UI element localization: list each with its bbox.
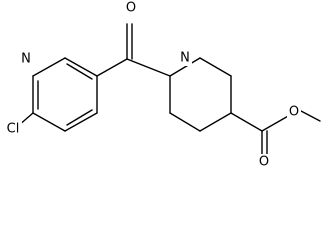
bond-o-methyl xyxy=(300,110,321,122)
bond-ring-double-2 xyxy=(66,63,93,80)
piperidine-nitrogen-label: N xyxy=(180,51,190,66)
bond-pip-n-c2 xyxy=(169,57,201,77)
pyridine-nitrogen-label: N xyxy=(21,52,31,67)
bond-c4-ester-c xyxy=(230,112,263,132)
o-ester-carbonyl-bg xyxy=(257,154,271,171)
amide-oxygen-label: O xyxy=(126,1,136,16)
bond-ring-c3-c4 xyxy=(32,57,66,77)
ester-methoxy-oxygen-label: O xyxy=(289,105,299,120)
o-methoxy-bg xyxy=(287,104,301,121)
chlorine-label: Cl xyxy=(7,122,20,137)
n-piperidine-bg xyxy=(178,50,192,66)
cl-bg xyxy=(2,120,22,136)
bond-ester-c-o xyxy=(261,114,291,132)
molecule-svg: Cl N O N O O xyxy=(2,0,321,171)
bond-ring-double-3 xyxy=(66,109,93,126)
bond-ring-n1-c2 xyxy=(32,112,66,132)
bond-carbonyl-n xyxy=(126,58,171,77)
n-pyridine-bg xyxy=(20,51,32,67)
bond-pip-c5-c6 xyxy=(169,112,201,132)
bond-ring-c6-n1 xyxy=(64,112,98,132)
structure-diagram: Cl N O N O O xyxy=(2,0,321,171)
bond-ring-carbonyl xyxy=(96,58,128,77)
ester-carbonyl-oxygen-label: O xyxy=(259,155,269,170)
bond-ring-c4-c5 xyxy=(64,57,98,77)
bond-pip-c2-c3 xyxy=(199,57,232,77)
bond-pip-c4-c5 xyxy=(199,112,232,132)
o-amide-bg xyxy=(124,0,138,17)
